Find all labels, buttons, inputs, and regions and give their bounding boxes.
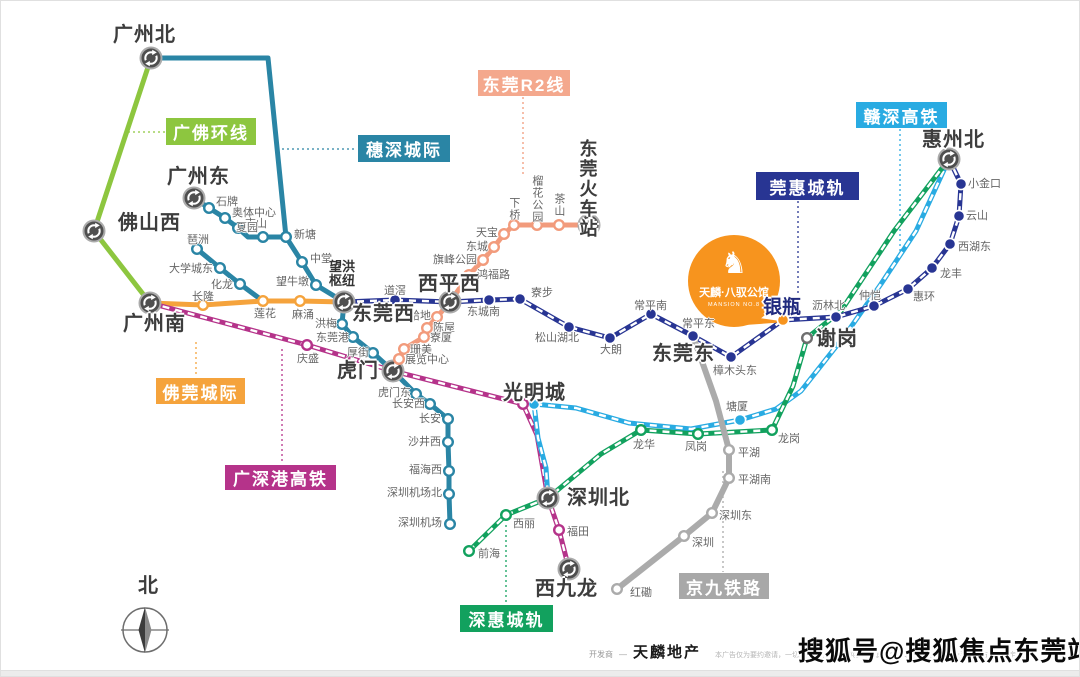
station-dot-龙丰 <box>925 261 939 275</box>
hub-望洪枢纽 <box>332 290 356 314</box>
station-dot-莲花 <box>257 295 270 308</box>
station-dot-平湖 <box>723 444 736 457</box>
hub-广州东 <box>182 186 206 210</box>
station-dot-深圳机场北 <box>443 488 456 501</box>
station-dot-光明城 <box>517 398 530 411</box>
station-dot-庆盛 <box>301 339 314 352</box>
station-dot-红磡 <box>611 583 624 596</box>
hub-西九龙 <box>557 557 581 581</box>
line-wanhui <box>341 156 964 360</box>
station-dot-奥体中心 <box>218 211 231 224</box>
station-dot-吉山 <box>231 221 244 234</box>
station-dot-东莞港 <box>347 331 360 344</box>
station-dot-平湖南 <box>723 472 736 485</box>
bottom-strip <box>1 670 1079 676</box>
station-dot-石牌 <box>202 201 215 214</box>
station-dot-下桥 <box>508 218 521 231</box>
station-dot-化龙 <box>233 278 246 291</box>
station-dot-旗峰公园 <box>477 253 490 266</box>
station-dot-新塘 <box>280 230 293 243</box>
disclaimer-text: 本广告仅为要约邀请，一切图文数据资料仅供参考，具体内容以政府最终批文及买卖双方合… <box>715 652 1038 659</box>
developer-name: 天麟地产 <box>633 644 702 661</box>
station-dot-大朗 <box>603 331 617 345</box>
station-dot-寮厦 <box>418 331 431 344</box>
hub-广州南 <box>138 291 162 315</box>
station-dot-洪梅 <box>336 318 349 331</box>
station-dot-银瓶 <box>776 313 790 327</box>
station-dot-道滘 <box>388 293 402 307</box>
station-dot-蛤地 <box>431 311 444 324</box>
project-subtitle: MANSION NO.8 <box>708 302 760 308</box>
line-suishen <box>148 55 453 527</box>
station-dot-展览中心 <box>393 353 406 366</box>
hub-深圳北 <box>536 486 560 510</box>
station-dot-惠环 <box>901 282 915 296</box>
hub-虎门 <box>381 359 405 383</box>
line-wanhui-dash <box>343 158 963 359</box>
station-dot-鸿福路 <box>463 269 476 282</box>
station-dot-云山 <box>952 209 966 223</box>
developer-label: 开发商 <box>589 650 613 659</box>
watermark: 搜狐号@搜狐焦点东莞站 <box>798 636 1080 666</box>
station-dot-寮步 <box>513 292 527 306</box>
station-dot-塘厦 <box>733 413 747 427</box>
hub-东莞火车站 <box>577 213 601 237</box>
station-dot-麻涌 <box>294 295 307 308</box>
station-dot-东城 <box>488 240 501 253</box>
station-dot-东城南 <box>482 293 496 307</box>
station-dot-沙井西 <box>442 436 455 449</box>
station-dot-unnamed <box>527 397 541 411</box>
compass-icon <box>121 607 169 653</box>
station-dot-常平东 <box>686 329 700 343</box>
line-suishen-2 <box>194 246 266 304</box>
station-dot-厚街 <box>367 347 380 360</box>
station-dot-虎门东 <box>410 388 423 401</box>
hub-广州北 <box>139 46 163 70</box>
station-dot-夏园 <box>257 230 270 243</box>
horse-icon: ♞ <box>721 247 748 280</box>
station-dot-樟木头东 <box>724 350 738 364</box>
station-dot-珊美 <box>398 343 411 356</box>
station-dot-谢岗 <box>801 332 814 345</box>
station-dot-深圳机场 <box>444 518 457 531</box>
station-dot-松山湖北 <box>562 320 576 334</box>
station-dot-西丽 <box>500 509 513 522</box>
station-dot-凤岗 <box>692 428 705 441</box>
line-ganshen <box>531 156 952 501</box>
line-guangfo <box>91 55 154 306</box>
developer-separator: — <box>619 650 627 659</box>
station-dot-西湖东 <box>943 237 957 251</box>
station-dot-深圳东 <box>706 507 719 520</box>
station-dot-仲恺 <box>867 299 881 313</box>
line-jingjiu <box>614 333 732 592</box>
hub-佛山西 <box>82 219 106 243</box>
line-fowan <box>147 298 347 308</box>
station-dot-龙华 <box>635 424 648 437</box>
project-bubble: ♞ 天麟·八驭公馆 MANSION NO.8 <box>688 235 787 327</box>
footer: 开发商 — 天麟地产 本广告仅为要约邀请，一切图文数据资料仅供参考，具体内容以政… <box>589 641 1037 662</box>
station-dot-福田 <box>553 524 566 537</box>
station-dot-天宝 <box>498 227 511 240</box>
line-ganshen-dash <box>532 158 951 499</box>
station-dot-茶山 <box>553 218 566 231</box>
station-dot-福海西 <box>443 465 456 478</box>
station-dot-大学城东 <box>213 262 226 275</box>
station-dot-长安 <box>442 413 455 426</box>
station-dot-沥林北 <box>829 310 843 324</box>
station-dot-榴花公园 <box>531 218 544 231</box>
station-dot-望牛墩 <box>310 279 323 292</box>
station-dot-龙岗 <box>766 424 779 437</box>
project-name: 天麟·八驭公馆 <box>699 285 769 299</box>
station-dot-琶洲 <box>190 242 203 255</box>
station-dot-中堂 <box>296 256 309 269</box>
station-dot-长隆 <box>196 299 209 312</box>
station-dot-深圳 <box>678 530 691 543</box>
hub-惠州北 <box>937 147 961 171</box>
station-dot-小金口 <box>954 177 968 191</box>
station-dot-常平南 <box>644 307 658 321</box>
hub-西平西 <box>438 290 462 314</box>
station-dot-长安西 <box>424 398 437 411</box>
station-dot-前海 <box>463 545 476 558</box>
